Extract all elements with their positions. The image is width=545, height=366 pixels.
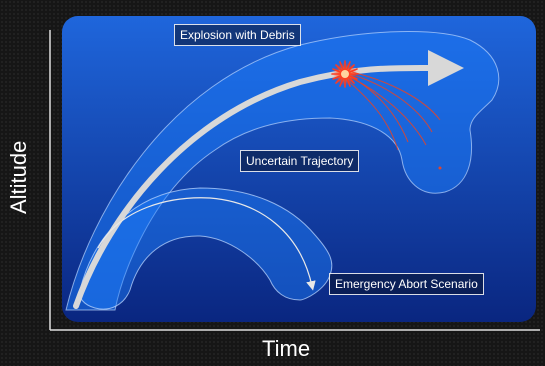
abort-trajectory-arrow <box>97 197 316 291</box>
y-axis-title: Altitude <box>6 140 31 214</box>
x-axis-title: Time <box>262 336 311 361</box>
nominal-trajectory-arrow <box>73 49 464 309</box>
uncertain-trajectory-label: Uncertain Trajectory <box>240 150 360 172</box>
emergency-abort-label: Emergency Abort Scenario <box>329 273 484 295</box>
explosion-label: Explosion with Debris <box>174 24 301 46</box>
explosion-icon <box>331 60 359 88</box>
debris-fragment <box>438 166 442 170</box>
